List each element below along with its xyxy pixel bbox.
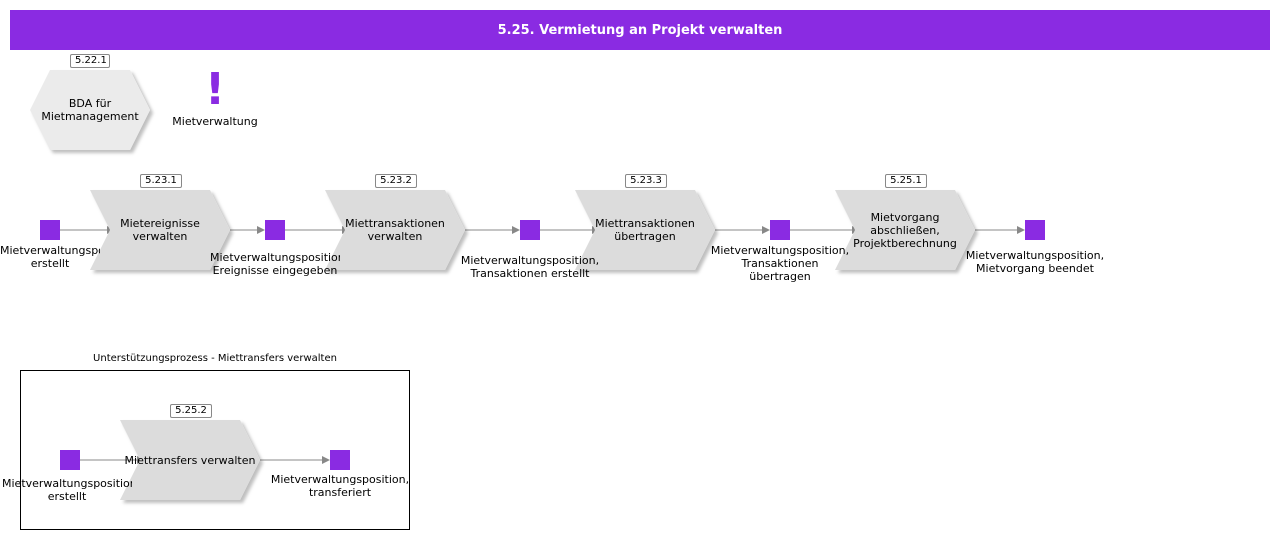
scenario-ref-badge: 5.22.1 xyxy=(70,54,110,68)
process-ref-badge: 5.23.2 xyxy=(375,174,417,188)
event-label: Mietverwaltungsposition, Ereignisse eing… xyxy=(210,251,340,277)
event-label: Mietverwaltungsposition, transferiert xyxy=(270,473,410,499)
scenario-label: BDA für Mietmanagement xyxy=(41,97,139,123)
process-ref-badge: 5.23.3 xyxy=(625,174,667,188)
process-ref-badge: 5.25.2 xyxy=(170,404,212,418)
process-ref-badge: 5.25.1 xyxy=(885,174,927,188)
process-label: Mietvorgang abschließen, Projektberechnu… xyxy=(853,210,957,250)
support-process-frame xyxy=(20,370,410,530)
process-label: Miettransaktionen verwalten xyxy=(345,217,445,243)
event-square[interactable] xyxy=(770,220,790,240)
event-square[interactable] xyxy=(265,220,285,240)
exclamation-icon: ! xyxy=(204,64,226,115)
event-square[interactable] xyxy=(1025,220,1045,240)
event-square[interactable] xyxy=(40,220,60,240)
event-label: Mietverwaltungsposition, erstellt xyxy=(0,244,100,270)
event-square[interactable] xyxy=(520,220,540,240)
event-square[interactable] xyxy=(330,450,350,470)
process-label: Mietereignisse verwalten xyxy=(120,217,200,243)
diagram-title: 5.25. Vermietung an Projekt verwalten xyxy=(497,22,783,38)
event-label: Mietverwaltungsposition, Mietvorgang bee… xyxy=(965,249,1105,275)
process-chevron[interactable] xyxy=(575,190,715,270)
scenario-hexagon[interactable] xyxy=(30,70,150,150)
diagram-title-bar: 5.25. Vermietung an Projekt verwalten xyxy=(10,10,1270,50)
process-label: Miettransaktionen übertragen xyxy=(595,217,695,243)
event-label: Mietverwaltungsposition, Transaktionen e… xyxy=(460,254,600,280)
trigger-label: Mietverwaltung xyxy=(172,115,258,128)
process-label: Miettransfers verwalten xyxy=(124,453,256,467)
event-label: Mietverwaltungsposition, Transaktionen ü… xyxy=(710,244,850,283)
event-square[interactable] xyxy=(60,450,80,470)
process-chevron[interactable] xyxy=(325,190,465,270)
process-chevron[interactable] xyxy=(835,190,975,270)
support-process-title: Unterstützungsprozess - Miettransfers ve… xyxy=(93,353,337,364)
event-label: Mietverwaltungsposition, erstellt xyxy=(2,477,132,503)
process-ref-badge: 5.23.1 xyxy=(140,174,182,188)
process-chevron[interactable] xyxy=(90,190,230,270)
process-chevron[interactable] xyxy=(120,420,260,500)
